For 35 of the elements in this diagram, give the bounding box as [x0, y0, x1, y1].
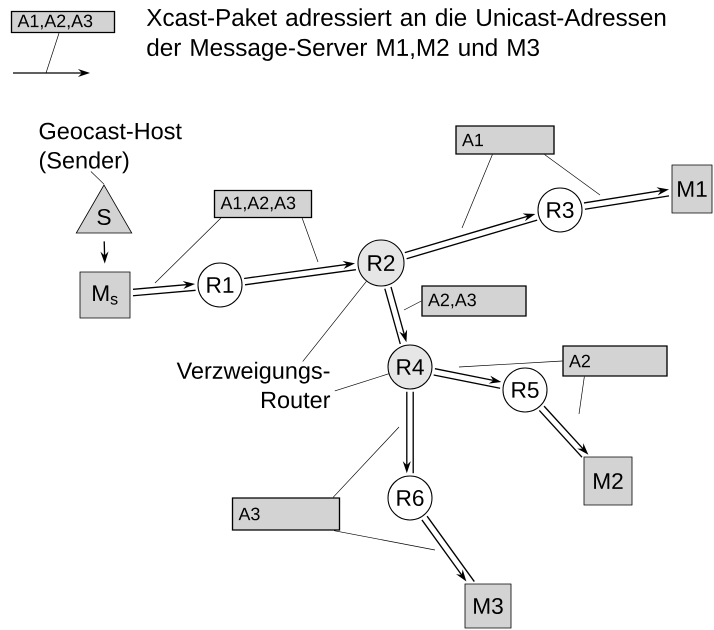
link-line — [426, 516, 475, 582]
leader-line — [458, 360, 563, 368]
address-box: A1,A2,A3 — [214, 190, 312, 218]
address-box: A2,A3 — [421, 285, 527, 317]
leader-line — [302, 218, 318, 262]
address-box: A2 — [562, 345, 668, 377]
legend-note: Xcast-Paket adressiert an die Unicast-Adressen der Message-Server M1,M2 und M3 — [146, 8, 666, 61]
link-line — [538, 410, 582, 458]
address-box: A1,A2,A3 — [10, 10, 116, 34]
host-label: Geocast-Host (Sender) — [40, 122, 182, 174]
link-line — [244, 269, 356, 286]
link-line — [412, 392, 414, 474]
leader-line — [334, 374, 389, 392]
leader-line — [46, 32, 60, 74]
leader-line — [90, 171, 104, 185]
leader-line — [332, 426, 400, 498]
address-box: A1 — [455, 125, 555, 155]
link-line — [384, 288, 401, 344]
leader-line — [404, 300, 422, 310]
leader-line — [544, 154, 600, 196]
server-box: M2 — [584, 456, 632, 506]
leader-line — [154, 218, 222, 284]
leader-line — [334, 530, 436, 550]
server-box: M1 — [672, 164, 712, 214]
leader-line — [462, 154, 493, 228]
link-line — [434, 374, 500, 389]
leader-line — [302, 281, 367, 362]
address-box: A3 — [232, 497, 340, 531]
leader-line — [578, 376, 585, 414]
server-box: M$_{s}$ — [80, 272, 130, 318]
link-line — [132, 290, 196, 296]
link-line — [406, 219, 538, 260]
router-label: Verzweigungs- Router — [176, 362, 330, 408]
server-box: M3 — [464, 584, 512, 628]
link-line — [584, 195, 670, 210]
